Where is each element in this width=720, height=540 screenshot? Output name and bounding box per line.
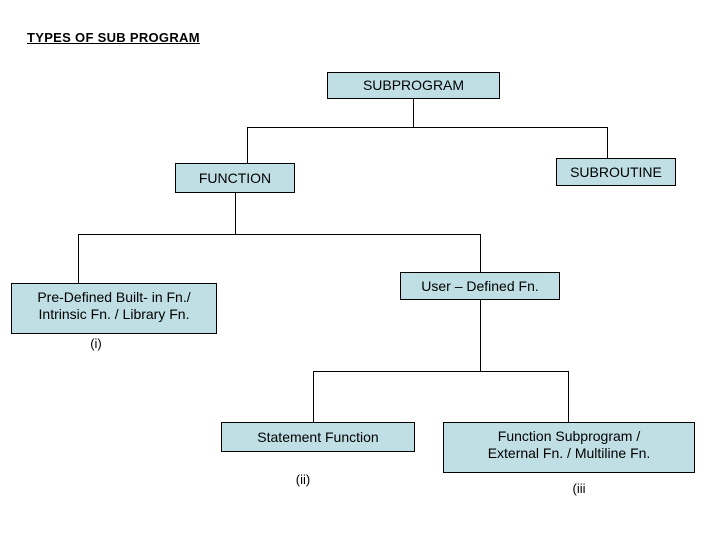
node-predefined-line1: Pre-Defined Built- in Fn./	[37, 289, 191, 305]
marker-predefined: (i)	[90, 336, 102, 351]
connector-function-stem	[235, 192, 236, 234]
node-function-subprogram-line1: Function Subprogram /	[497, 428, 641, 444]
node-userdefined[interactable]: User – Defined Fn.	[400, 272, 560, 300]
node-predefined-line2: Intrinsic Fn. / Library Fn.	[38, 306, 190, 322]
node-function[interactable]: FUNCTION	[175, 163, 295, 193]
connector-userdefined-stem	[480, 300, 481, 371]
connector-to-function	[247, 127, 248, 163]
connector-level1-bus	[247, 127, 608, 128]
node-statement-function-label: Statement Function	[257, 428, 379, 445]
node-predefined[interactable]: Pre-Defined Built- in Fn./ Intrinsic Fn.…	[11, 283, 217, 334]
connector-to-predefined	[78, 234, 79, 283]
node-subprogram-label: SUBPROGRAM	[362, 77, 465, 93]
node-userdefined-label: User – Defined Fn.	[421, 277, 539, 294]
node-function-subprogram-line2: External Fn. / Multiline Fn.	[487, 445, 651, 461]
node-subroutine-label: SUBROUTINE	[570, 163, 662, 180]
node-function-subprogram[interactable]: Function Subprogram / External Fn. / Mul…	[443, 422, 695, 473]
connector-to-userdefined	[480, 234, 481, 272]
connector-to-subprogram-fn	[568, 371, 569, 422]
connector-level3-bus	[313, 371, 569, 372]
page-title: TYPES OF SUB PROGRAM	[27, 30, 200, 45]
node-function-label: FUNCTION	[198, 169, 272, 186]
connector-to-statement	[313, 371, 314, 422]
node-subroutine[interactable]: SUBROUTINE	[556, 158, 676, 186]
connector-subprogram-stem	[413, 98, 414, 127]
node-statement-function[interactable]: Statement Function	[221, 422, 415, 452]
marker-statement-function: (ii)	[295, 472, 311, 487]
marker-function-subprogram: (iii	[572, 481, 586, 496]
connector-level2-bus	[78, 234, 481, 235]
node-subprogram[interactable]: SUBPROGRAM	[327, 72, 500, 99]
connector-to-subroutine	[607, 127, 608, 158]
